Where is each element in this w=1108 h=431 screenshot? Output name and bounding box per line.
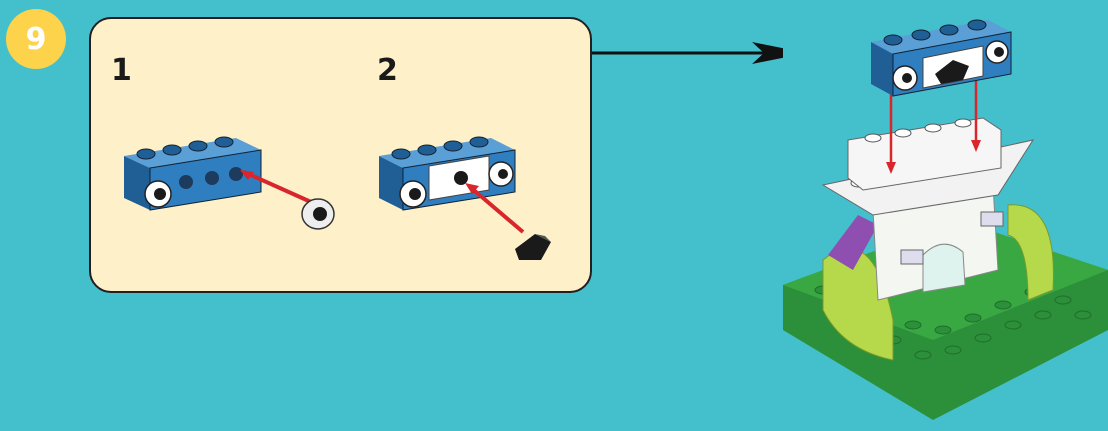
blue-brick-icon bbox=[871, 19, 1012, 97]
substep-2-number: 2 bbox=[377, 53, 398, 88]
blue-brick-icon bbox=[124, 136, 262, 211]
arrow-right-icon bbox=[592, 42, 807, 64]
substep-1-number: 1 bbox=[111, 53, 132, 88]
instruction-panel: 1 2 bbox=[89, 17, 592, 293]
eye-tile-icon bbox=[301, 198, 335, 230]
substep-1-illustration bbox=[124, 136, 335, 230]
black-slope-icon bbox=[935, 60, 969, 84]
black-slope-icon bbox=[515, 234, 551, 260]
eye-tile-icon bbox=[144, 180, 172, 208]
castle-model bbox=[783, 0, 1108, 431]
red-arrow-icon bbox=[467, 184, 525, 234]
substep-2-illustration bbox=[379, 136, 551, 260]
step-badge: 9 bbox=[6, 9, 66, 69]
castle-model-icon bbox=[783, 19, 1108, 420]
red-arrow-icon bbox=[243, 170, 312, 204]
blue-brick-icon bbox=[379, 136, 516, 211]
